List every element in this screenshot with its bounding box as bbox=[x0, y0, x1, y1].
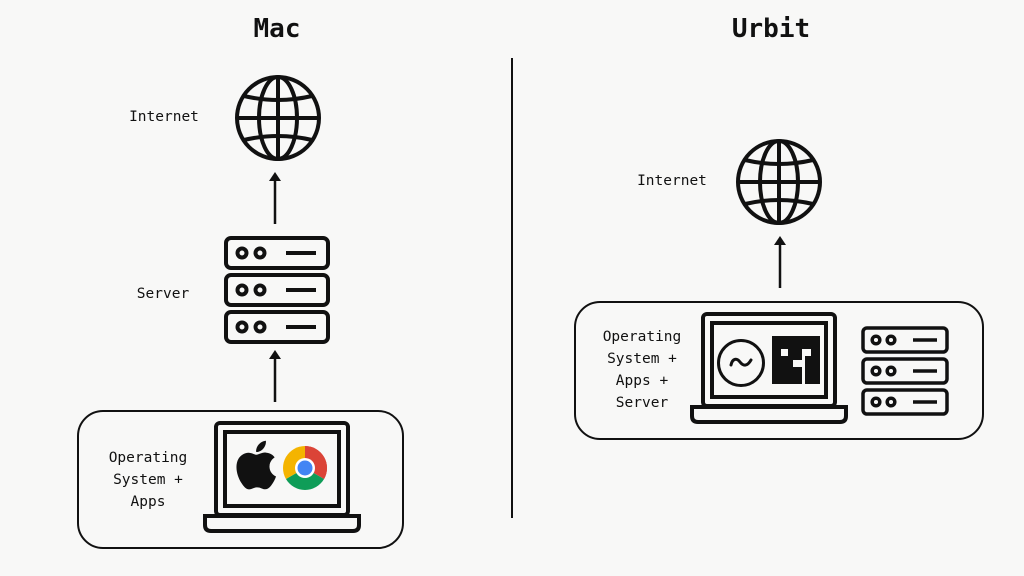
mac-title: Mac bbox=[253, 14, 301, 44]
device-label-line: Operating bbox=[602, 329, 682, 345]
laptop-icon bbox=[690, 312, 848, 424]
section-divider bbox=[511, 58, 513, 518]
laptop-icon bbox=[203, 421, 361, 533]
urbit-tilde-icon bbox=[717, 339, 765, 387]
device-label-line: System + bbox=[113, 472, 183, 488]
urbit-title: Urbit bbox=[731, 14, 811, 44]
device-label-line: Server bbox=[615, 395, 669, 411]
globe-icon bbox=[235, 75, 321, 161]
device-label-line: Operating bbox=[108, 450, 188, 466]
server-stack-icon bbox=[224, 236, 330, 344]
globe-icon bbox=[736, 139, 822, 225]
arrow-icon bbox=[774, 236, 786, 288]
device-label-line: Apps bbox=[130, 494, 166, 510]
internet-label-mac: Internet bbox=[129, 109, 199, 125]
chrome-logo-icon bbox=[283, 446, 327, 490]
arrow-icon bbox=[269, 350, 281, 402]
internet-label-urbit: Internet bbox=[637, 173, 707, 189]
device-label-line: Apps + bbox=[615, 373, 669, 389]
server-stack-icon bbox=[861, 326, 949, 416]
device-label-mac: Operating System + Apps bbox=[100, 447, 196, 513]
apple-logo-icon bbox=[236, 440, 276, 490]
device-label-urbit: Operating System + Apps + Server bbox=[596, 326, 688, 414]
urbit-logo-icon bbox=[772, 336, 820, 384]
device-label-line: System + bbox=[607, 351, 677, 367]
arrow-icon bbox=[269, 172, 281, 224]
server-label-mac: Server bbox=[136, 286, 190, 302]
